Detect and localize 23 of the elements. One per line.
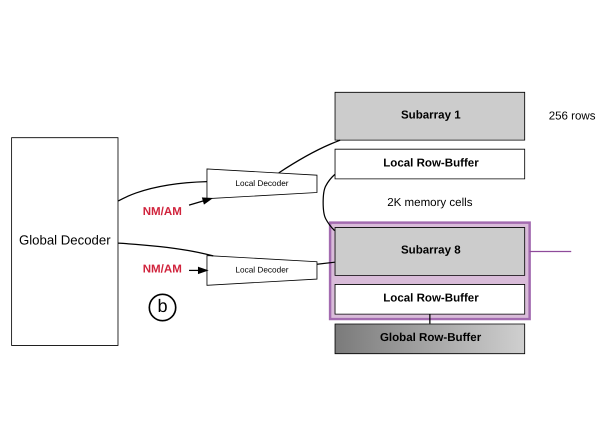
connector: [316, 261, 335, 264]
connector: [322, 173, 336, 231]
arrow: [188, 196, 214, 206]
node-box: Local Row-Buffer: [334, 148, 526, 179]
connector: [118, 242, 214, 256]
node-box: Local Decoder: [206, 168, 318, 199]
node-box: Global Row-Buffer: [334, 323, 526, 354]
node-text: NM/AM: [142, 205, 182, 218]
node-box: Subarray 8: [334, 226, 526, 276]
label: 2K memory cells: [387, 196, 472, 208]
label: b: [157, 296, 168, 316]
arrow: [189, 266, 209, 274]
node-box: Local Row-Buffer: [334, 284, 526, 314]
label: 256 rows: [548, 110, 596, 122]
connector: [278, 139, 340, 173]
cluster: [328, 220, 531, 320]
node-box: Local Decoder: [206, 254, 318, 286]
node-box: Global Decoder: [11, 136, 118, 346]
connector: [429, 314, 430, 324]
connector: [118, 180, 207, 201]
node-box: Subarray 1: [334, 91, 526, 140]
node-text: NM/AM: [142, 263, 182, 276]
connector: [530, 250, 572, 252]
